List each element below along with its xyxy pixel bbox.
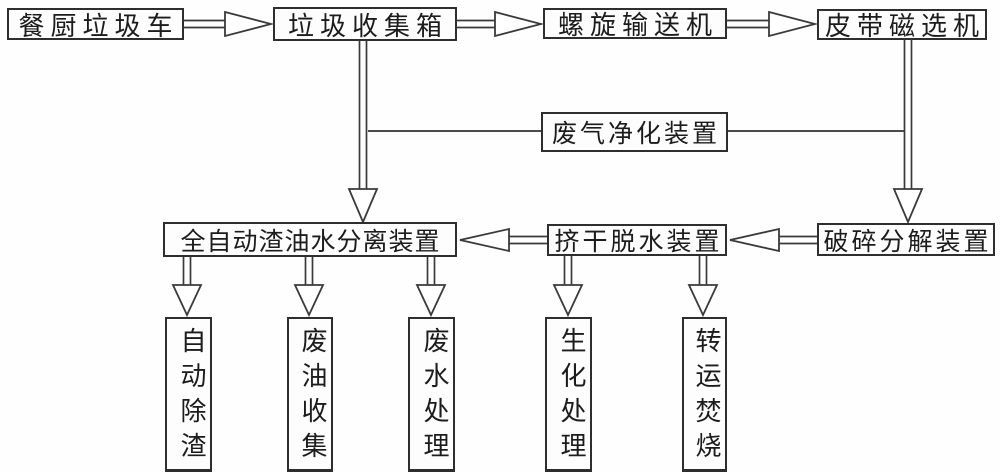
arrow-down-icon xyxy=(171,257,203,317)
node-garbage-collection-box: 垃圾收集箱 xyxy=(273,7,457,41)
arrow-down-icon xyxy=(892,39,924,224)
node-waste-oil-collection: 废油收集 xyxy=(287,317,333,472)
arrow-down-icon xyxy=(552,256,584,317)
node-auto-slag-oil-water-separator: 全自动渣油水分离装置 xyxy=(163,222,457,257)
node-waste-water-treatment: 废水处理 xyxy=(408,317,455,472)
arrow-right-icon xyxy=(183,10,274,38)
arrow-right-icon xyxy=(726,10,818,38)
node-transfer-incineration: 转运焚烧 xyxy=(682,317,727,472)
node-food-waste-truck: 餐厨垃圾车 xyxy=(7,8,184,41)
node-belt-magnetic-separator: 皮带磁选机 xyxy=(817,9,987,41)
node-screw-conveyor: 螺旋输送机 xyxy=(543,8,727,40)
arrow-down-icon xyxy=(293,257,325,317)
arrow-right-icon xyxy=(456,10,544,38)
arrow-down-icon xyxy=(347,40,379,224)
gas-line-right xyxy=(728,130,904,132)
node-waste-gas-purifier: 废气净化装置 xyxy=(541,112,728,152)
arrow-left-icon xyxy=(459,227,547,253)
node-crushing-decomposition-unit: 破碎分解装置 xyxy=(817,223,995,256)
gas-line-left xyxy=(368,130,541,132)
arrow-left-icon xyxy=(729,227,817,253)
arrow-down-icon xyxy=(415,257,447,317)
arrow-down-icon xyxy=(687,256,719,317)
node-auto-slag-removal: 自动除渣 xyxy=(165,317,212,472)
node-squeeze-dewatering-unit: 挤干脱水装置 xyxy=(547,224,727,256)
node-biochemical-treatment: 生化处理 xyxy=(545,317,592,472)
